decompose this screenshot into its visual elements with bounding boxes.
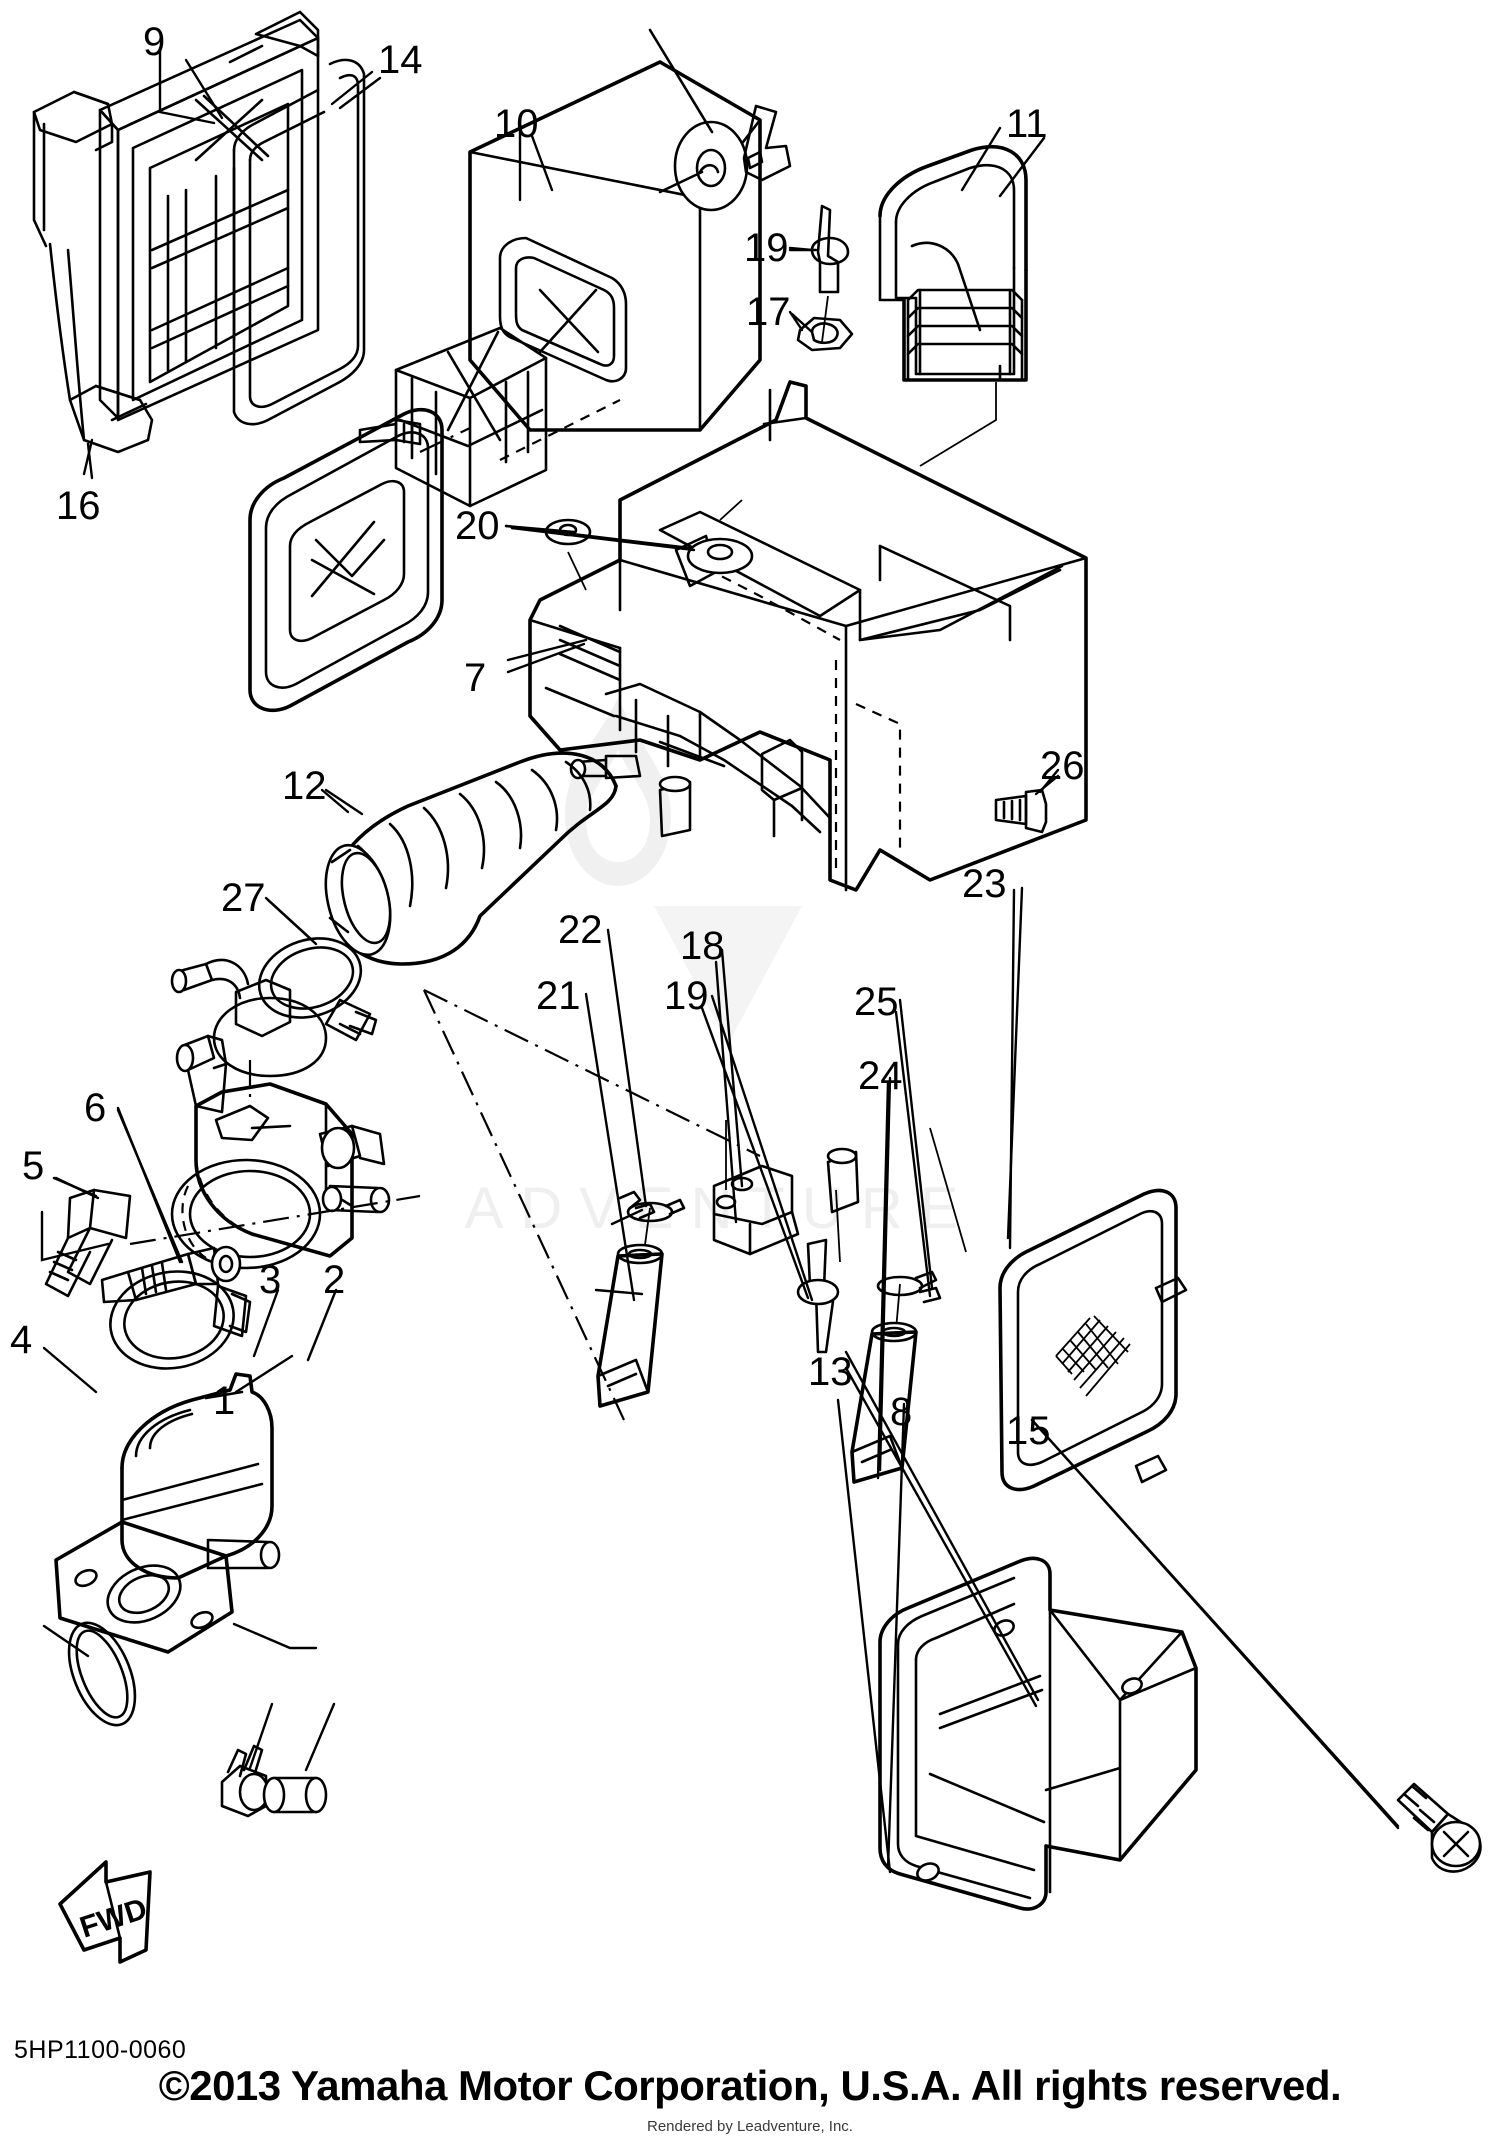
- callout-9: 9: [143, 20, 166, 64]
- callout-12: 12: [282, 764, 327, 808]
- part-20-washers: [504, 499, 754, 591]
- callout-17: 17: [746, 290, 791, 334]
- part-22-21-drain-hose: [594, 1190, 686, 1408]
- callout-15: 15: [1006, 1409, 1051, 1453]
- part-11-intake-boot: [878, 126, 1028, 467]
- part-13-8-duct-bracket: [836, 1350, 1198, 1911]
- callout-22: 22: [558, 908, 603, 952]
- callout-25: 25: [854, 980, 899, 1024]
- callout-3: 3: [259, 1258, 282, 1302]
- part-23-screen-panel: [998, 886, 1188, 1492]
- part-16-band-clamp: [32, 90, 154, 476]
- part-12-joint-hose: [320, 751, 618, 966]
- callout-8: 8: [890, 1390, 913, 1434]
- part-7-air-cleaner-case: [506, 380, 1088, 892]
- part-9-case-frame: [98, 10, 320, 422]
- part-25-24-breather-hose: [826, 1010, 942, 1484]
- callout-19-upper: 19: [744, 226, 789, 270]
- part-1-intake-joint: [54, 1372, 318, 1654]
- callout-20: 20: [455, 504, 500, 548]
- part-6-clamp-screw: [100, 1106, 252, 1370]
- callout-24: 24: [858, 1054, 903, 1098]
- part-18-damper-stay: [712, 960, 800, 1256]
- part-19-17-rivets: [788, 204, 854, 352]
- callout-14: 14: [378, 38, 423, 82]
- part-2-sleeve: [262, 1702, 336, 1814]
- callout-16: 16: [56, 484, 101, 528]
- part-carburetor-body: [129, 958, 421, 1270]
- callout-6: 6: [84, 1086, 107, 1130]
- callout-13: 13: [808, 1350, 853, 1394]
- part-14-case-seal: [232, 58, 374, 426]
- callout-23: 23: [962, 862, 1007, 906]
- detail-grommet-clip: [648, 28, 792, 212]
- part-number-label: 5HP1100-0060: [14, 2036, 187, 2064]
- callout-19-lower: 19: [664, 974, 709, 1018]
- callout-18: 18: [680, 924, 725, 968]
- part-3-wire-clip: [220, 1702, 274, 1818]
- callout-21: 21: [536, 974, 581, 1018]
- callout-1: 1: [213, 1379, 236, 1423]
- part-seal-frame-lower: [248, 407, 444, 713]
- callout-leader-lines: [42, 58, 1400, 1870]
- rendered-by-credit: Rendered by Leadventure, Inc.: [647, 2118, 853, 2135]
- callout-4: 4: [10, 1318, 33, 1362]
- callout-10: 10: [494, 102, 539, 146]
- fwd-arrow-marker: FWD: [58, 1860, 152, 1964]
- copyright-notice: ©2013 Yamaha Motor Corporation, U.S.A. A…: [158, 2062, 1342, 2109]
- callout-7: 7: [464, 656, 487, 700]
- part-4-gasket: [42, 1621, 137, 1727]
- callout-5: 5: [22, 1144, 45, 1188]
- callout-2: 2: [323, 1258, 346, 1302]
- callout-11: 11: [1006, 102, 1048, 146]
- callout-27: 27: [221, 876, 266, 920]
- part-5-bolt: [40, 1176, 132, 1298]
- part-15-tapping-screw: [1030, 1418, 1482, 1873]
- svg-text:FWD: FWD: [76, 1892, 151, 1944]
- callout-26: 26: [1040, 744, 1085, 788]
